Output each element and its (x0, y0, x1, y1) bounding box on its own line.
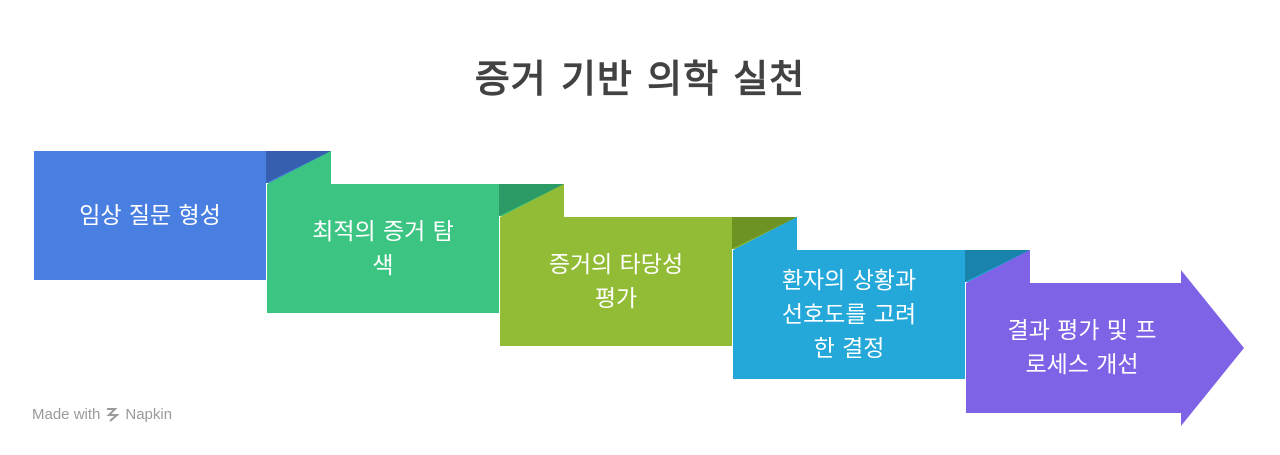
step-3-fold (732, 217, 797, 249)
step-5-arrow (966, 270, 1244, 426)
step-4-label: 환자의 상황과 선호도를 고려 한 결정 (781, 267, 917, 362)
step-4-box (733, 250, 965, 379)
step-4-fold (965, 250, 1030, 282)
napkin-logo-icon (106, 407, 120, 422)
step-3-corner (500, 184, 564, 217)
step-3-label: 증거의 타당성 평가 (548, 251, 684, 312)
step-2-corner (267, 151, 331, 184)
watermark-prefix: Made with (32, 406, 101, 423)
step-1-label: 임상 질문 형성 (79, 202, 221, 229)
watermark-brand: Napkin (125, 406, 173, 423)
step-3-box (500, 217, 732, 346)
diagram-title: 증거 기반 의학 실천 (474, 57, 806, 101)
step-5-corner (966, 250, 1030, 283)
step-1-box (34, 151, 266, 280)
step-2-label: 최적의 증거 탐 색 (312, 218, 454, 279)
step-4-corner (733, 217, 797, 250)
step-5-label: 결과 평가 및 프 로세스 개선 (1007, 318, 1157, 378)
watermark: Made with Napkin (32, 406, 172, 423)
step-1-fold (266, 151, 331, 183)
step-2-fold (499, 184, 564, 216)
step-2-box (267, 184, 499, 313)
